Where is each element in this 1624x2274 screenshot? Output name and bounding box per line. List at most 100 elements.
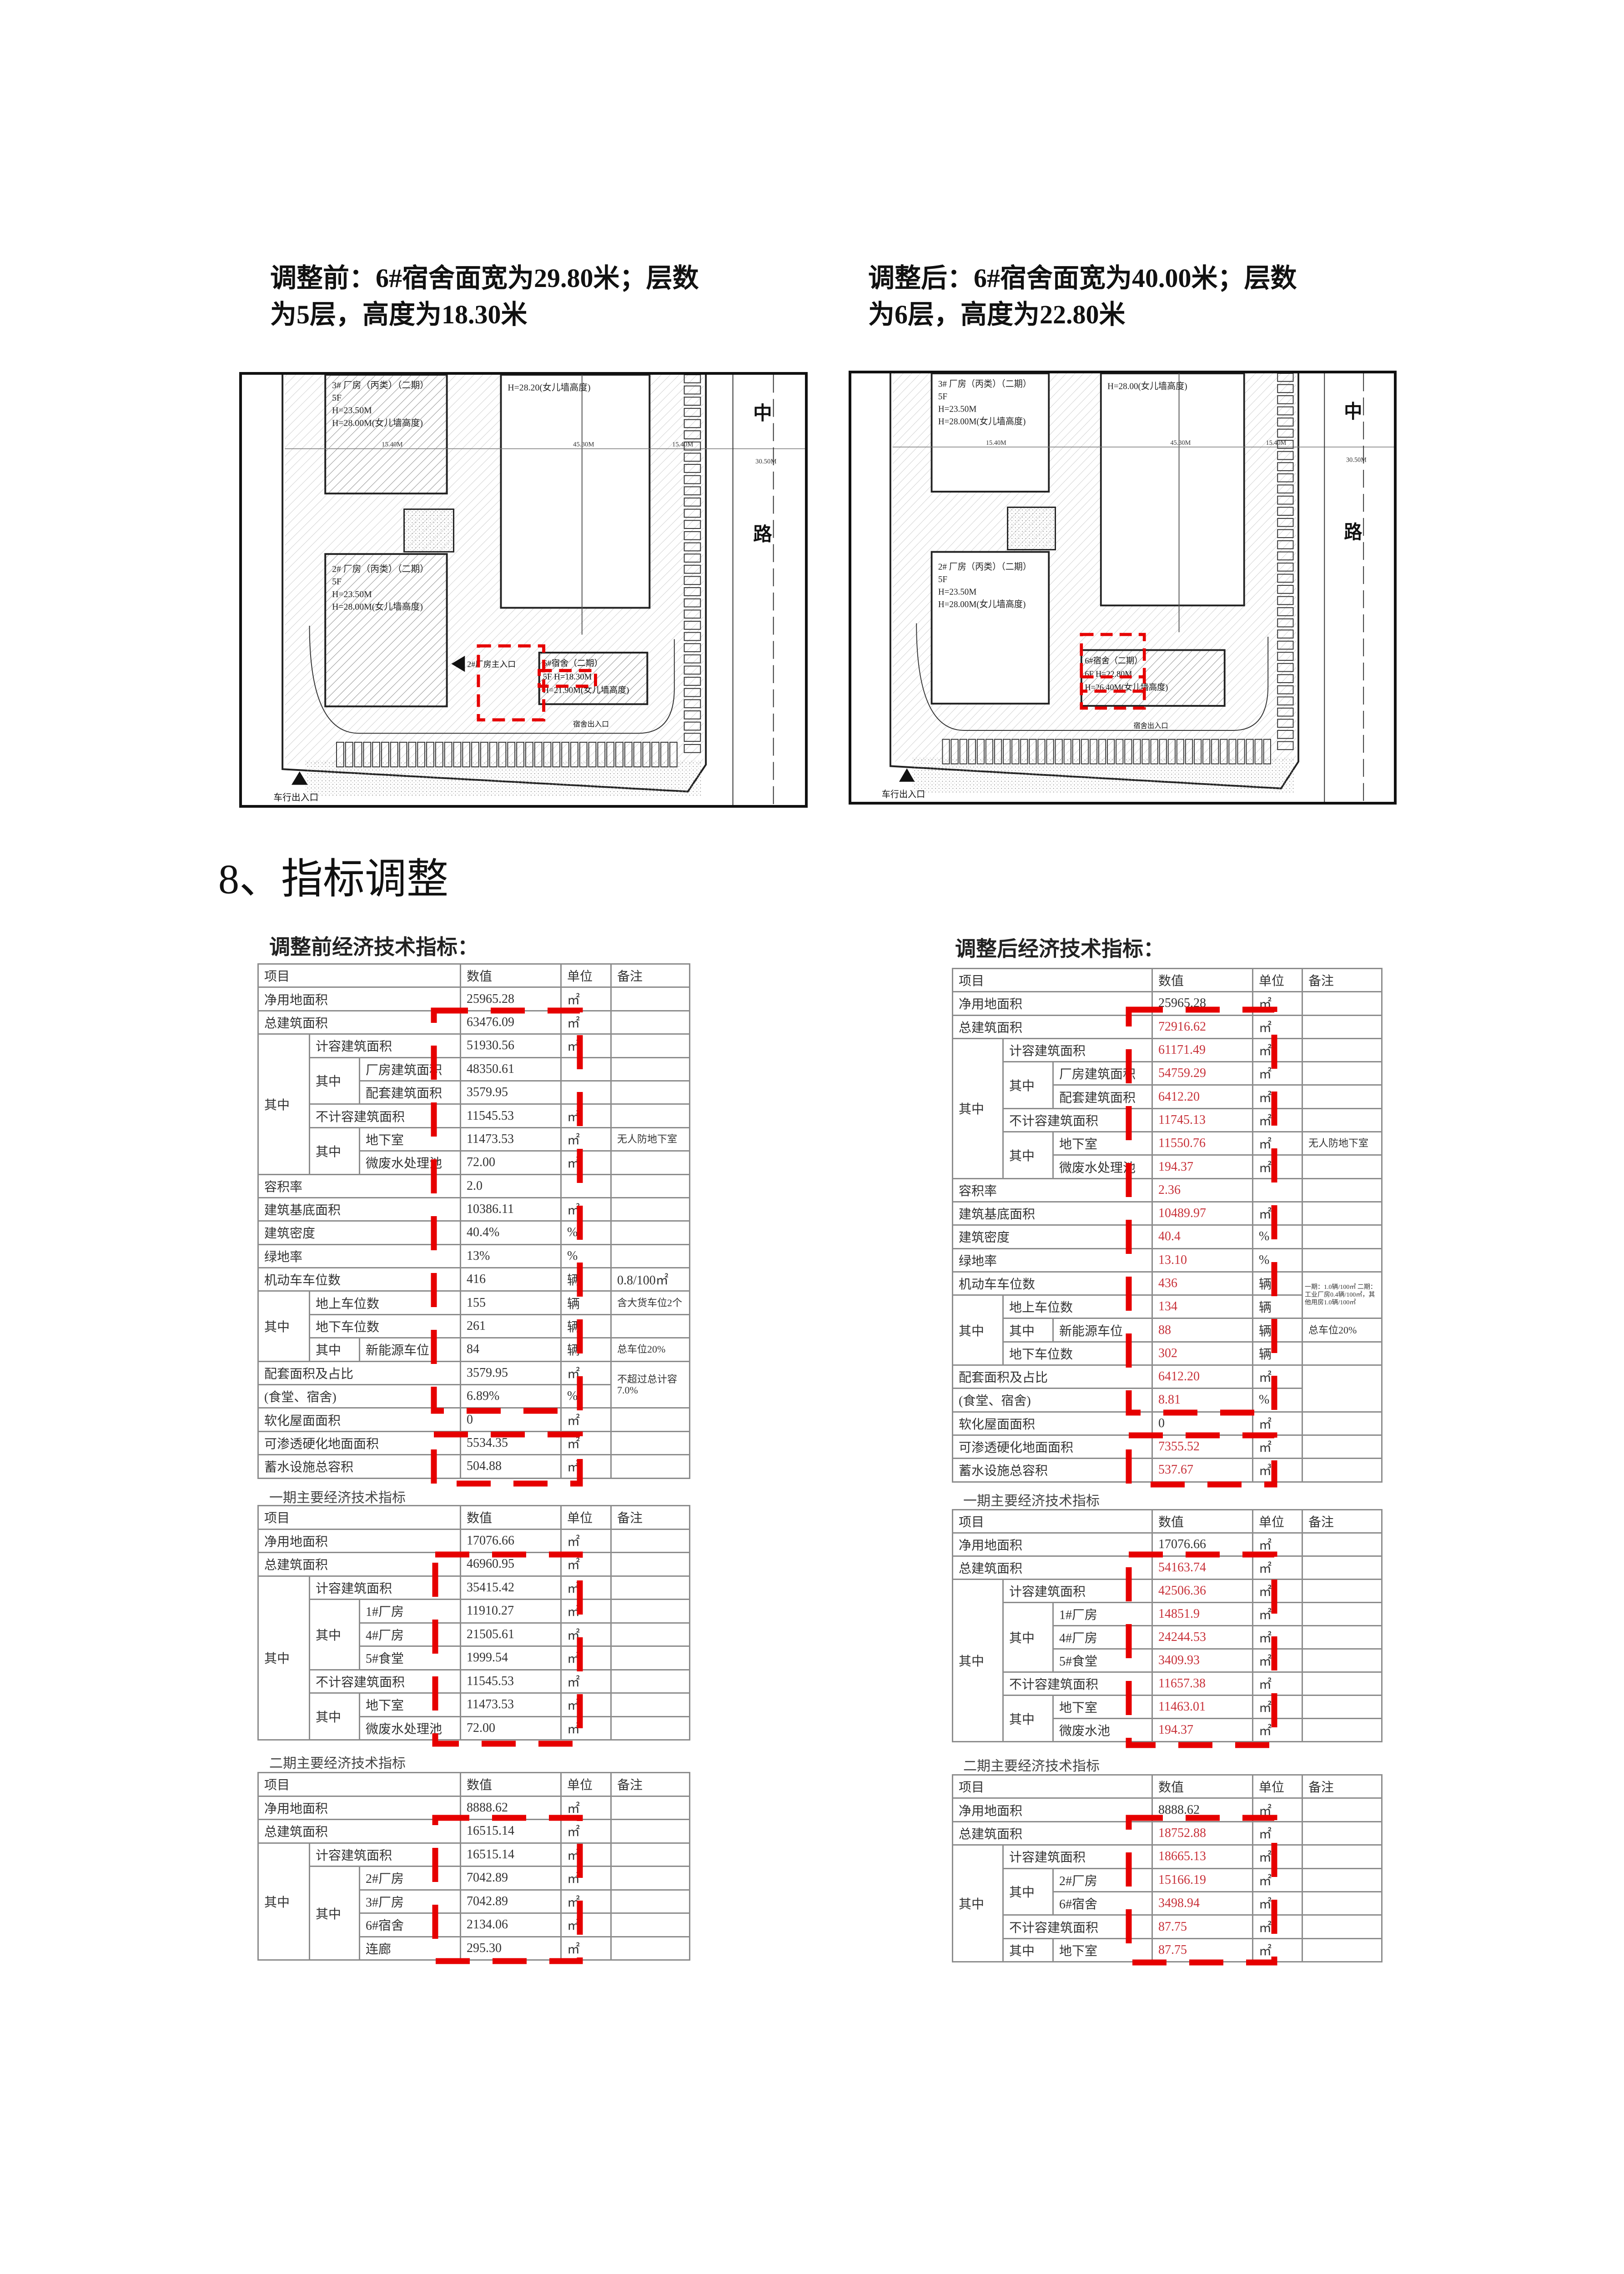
table-cell: 项目 [257, 1505, 461, 1530]
table-cell [1302, 1695, 1383, 1719]
table-cell [610, 986, 690, 1011]
table-cell: 其中 [1002, 1867, 1054, 1916]
parking-strip-bottom [942, 739, 1271, 765]
table-cell [610, 1645, 690, 1670]
table-cell [1302, 1937, 1383, 1963]
dimension-label: 30.50M [755, 458, 777, 465]
table-cell: ㎡ [1252, 1411, 1303, 1436]
table-cell [610, 1407, 690, 1432]
table-cell: 11473.53 [460, 1692, 562, 1717]
table-cell [1302, 1061, 1383, 1086]
table-cell: 17076.66 [460, 1528, 562, 1553]
table-cell: 3579.95 [460, 1080, 562, 1105]
table-cell: ㎥ [560, 1454, 612, 1479]
table-cell [610, 1552, 690, 1577]
table-cell: 11463.01 [1151, 1695, 1253, 1719]
table-cell: 84 [460, 1337, 562, 1362]
table-header-row: 项目数值单位备注 [952, 1774, 1383, 1799]
table-cell: 地下室 [1052, 1695, 1153, 1719]
table-cell [610, 1033, 690, 1058]
table-cell: 新能源车位 [1052, 1318, 1153, 1343]
table-cell: 计容建筑面积 [309, 1842, 461, 1867]
table-cell: ㎡ [560, 986, 612, 1011]
building-label: 2# 厂房（丙类）（二期） [332, 564, 429, 574]
table-cell: 总车位20% [610, 1337, 690, 1362]
table-title-after: 调整后经济技术指标： [955, 937, 1164, 961]
table-cell: ㎡ [560, 1622, 612, 1647]
table-cell: ㎡ [560, 1197, 612, 1222]
table-cell: 6#宿舍 [1052, 1891, 1153, 1916]
table-cell: 13.10 [1151, 1248, 1253, 1273]
table-cell: 10489.97 [1151, 1201, 1253, 1226]
table-cell: 辆 [560, 1337, 612, 1362]
table-cell: 5534.35 [460, 1430, 562, 1456]
table-cell: 地下室 [1052, 1131, 1153, 1156]
table-cell: 3409.93 [1151, 1648, 1253, 1673]
connector [403, 508, 454, 553]
table-cell: 18752.88 [1151, 1821, 1253, 1846]
table-cell: 备注 [610, 1505, 690, 1530]
table-cell: 其中 [309, 1692, 360, 1741]
table-cell: 3#厂房 [359, 1889, 461, 1914]
table-cell: ㎡ [560, 1889, 612, 1914]
table-cell: 46960.95 [460, 1552, 562, 1577]
building-label: H=28.20(女儿墙高度) [508, 383, 590, 393]
table-cell: 6.89% [460, 1384, 562, 1409]
table-cell: 单位 [560, 963, 612, 988]
caption-before: 调整前：6#宿舍面宽为29.80米；层数 为5层，高度为18.30米 [270, 260, 807, 333]
table-cell: 配套建筑面积 [1052, 1084, 1153, 1109]
table-cell: 0 [460, 1407, 562, 1432]
table-cell: 单位 [560, 1772, 612, 1797]
table-cell: 数值 [1151, 967, 1253, 993]
table-cell: 11545.53 [460, 1669, 562, 1694]
table-cell: 厂房建筑面积 [359, 1057, 461, 1082]
table-cell: 总建筑面积 [952, 1821, 1153, 1846]
table-cell: ㎡ [560, 1599, 612, 1624]
table-cell: 地下车位数 [309, 1313, 461, 1339]
table-cell: ㎡ [1252, 1434, 1303, 1459]
table-cell: 辆 [1252, 1341, 1303, 1366]
table-cell: 其中 [257, 1033, 310, 1175]
site-plan-after: 3# 厂房（丙类）（二期） 5F H=23.50M H=28.00M(女儿墙高度… [849, 371, 1397, 805]
caption-line: 调整后：6#宿舍面宽为40.00米；层数 [868, 263, 1297, 293]
table-cell [1302, 1177, 1383, 1202]
table-cell: 5#食堂 [1052, 1648, 1153, 1673]
table-cell: 新能源车位 [359, 1337, 461, 1362]
connector [1007, 506, 1056, 551]
table-cell: 可渗透硬化地面面积 [257, 1430, 461, 1456]
table-cell [560, 1057, 612, 1082]
table-cell: 净用地面积 [952, 1532, 1153, 1557]
dimension-label: 15.40M [382, 441, 403, 448]
table-cell: 单位 [1252, 1774, 1303, 1799]
building-label: H=23.50M [332, 406, 372, 416]
building-large: H=28.20(女儿墙高度) [500, 375, 651, 635]
table-cell [610, 1575, 690, 1600]
table-cell: % [560, 1384, 612, 1409]
table-cell: 其中 [952, 1844, 1004, 1963]
road-label: 中 [753, 403, 772, 424]
table-cell [610, 1150, 690, 1175]
table-cell: 其中 [952, 1037, 1004, 1179]
building-label: 5F [938, 392, 947, 402]
table-cell: 其中 [1002, 1131, 1054, 1179]
building-label: 3# 厂房（丙类）（二期） [938, 379, 1031, 389]
table-cell: 地上车位数 [1002, 1294, 1153, 1319]
dimension-label: 15.40M [1266, 439, 1286, 447]
table-cell: 软化屋面面积 [952, 1411, 1153, 1436]
